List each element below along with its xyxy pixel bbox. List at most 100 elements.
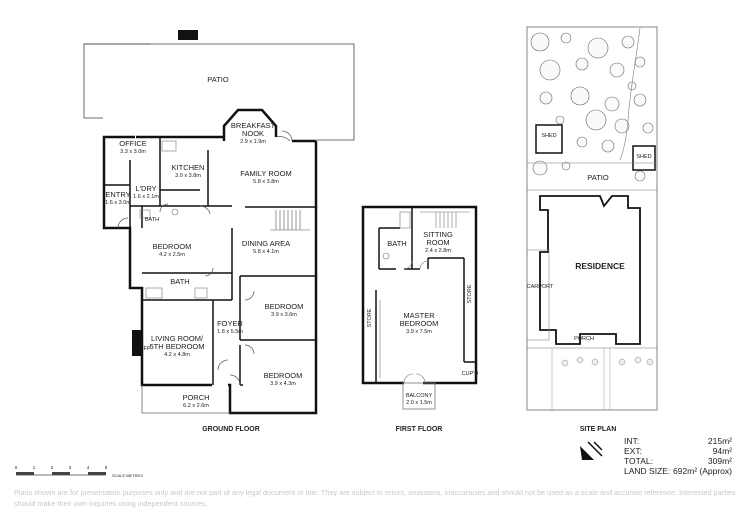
ground-floor-title: GROUND FLOOR [202,426,260,433]
sitting-room-label-line2: ROOM [426,238,449,247]
area-label: LAND SIZE: [624,466,671,476]
area-value: 215m² [707,436,732,446]
porch-label: PORCH [182,393,209,402]
scale-tick-5: 5 [105,465,108,470]
site-path [619,27,641,161]
office-dim: 3.3 x 3.0m [120,149,146,155]
area-label: TOTAL: [624,456,653,466]
first-fixtures [379,211,429,384]
area-row-ext: EXT: 94m² [624,446,732,456]
fireplace [132,330,142,356]
ground-fixtures [139,140,208,299]
foyer-dim: 1.8 x 5.5m [217,329,243,335]
bedroom-2-label: BEDROOM [265,302,304,311]
site-plan: SHED SHED PATIO RESIDENCE CARPORT PORCH … [526,26,658,433]
bath-upper-label: BATH [145,217,159,223]
cupboard-label: CUP'D [462,371,479,377]
area-label: INT: [624,436,640,446]
bath-lower-label: BATH [170,277,189,286]
area-value: 692m² (Approx) [672,466,732,476]
office-label: OFFICE [119,139,147,148]
patio-outline [83,43,355,141]
entry-dim: 1.6 x 3.0m [105,200,131,206]
area-value: 94m² [712,446,732,456]
scale-tick-3: 3 [69,465,72,470]
entry-label: ENTRY [105,190,130,199]
sitting-room-label-line1: SITTING [423,230,453,239]
area-summary: INT: 215m² EXT: 94m² TOTAL: 309m² LAND S… [624,436,732,476]
residence-label: RESIDENCE [575,261,625,271]
bedroom-1-dim: 4.2 x 2.5m [159,252,185,258]
kitchen-label: KITCHEN [172,163,205,172]
area-row-int: INT: 215m² [624,436,732,446]
site-shrubs [561,356,654,367]
scale-tick-2: 2 [51,465,54,470]
bedroom-2-dim: 3.9 x 3.6m [271,312,297,318]
disclaimer-text: Plans shown are for presentation purpose… [14,488,736,508]
scale-bar: 0 1 2 3 4 5 SCALE METRES [15,465,143,478]
balcony-dim: 2.0 x 1.5m [406,400,432,406]
shed-1-label: SHED [541,133,556,139]
area-row-total: TOTAL: 309m² [624,456,732,466]
balcony-label: BALCONY [406,393,433,399]
laundry-dim: 1.6 x 2.1m [133,194,159,200]
balcony-outline [402,382,436,410]
bedroom-3-dim: 3.9 x 4.3m [270,381,296,387]
scale-tick-1: 1 [33,465,36,470]
porch-outline [141,385,230,414]
site-porch-label: PORCH [574,336,594,342]
area-row-land: LAND SIZE: 692m² (Approx) [624,466,732,476]
residence-outline [539,195,641,345]
laundry-label: L'DRY [135,184,156,193]
master-bedroom-label-line1: MASTER [403,311,435,320]
shed-2-box [632,145,656,171]
shed-2-label: SHED [636,154,651,160]
breakfast-nook-label-line1: BREAKFAST [231,121,276,130]
ground-outer-walls [102,108,318,415]
site-plan-title: SITE PLAN [580,426,617,433]
sitting-room-dim: 2.4 x 2.8m [425,248,451,254]
breakfast-nook-dim: 2.9 x 1.9m [240,139,266,145]
living-room-label-line1: LIVING ROOM/ [151,334,204,343]
first-floor-title: FIRST FLOOR [396,426,443,433]
bedroom-1-label: BEDROOM [153,242,192,251]
area-label: EXT: [624,446,642,456]
carport-outline [526,249,550,341]
living-room-dim: 4.2 x 4.8m [164,352,190,358]
first-outer-walls [361,205,478,385]
stairs-first [420,211,470,228]
breakfast-nook-label-line2: NOOK [242,129,264,138]
site-trees [530,32,654,182]
site-boundary [526,26,658,411]
carport-label: CARPORT [527,284,554,290]
shed-1-box [535,124,563,154]
scale-tick-0: 0 [15,465,18,470]
family-room-dim: 5.8 x 3.8m [253,179,279,185]
scale-tick-4: 4 [87,465,90,470]
scale-label: SCALE METRES [112,473,143,478]
area-value: 309m² [707,456,732,466]
site-patio-label: PATIO [587,173,609,182]
north-arrow-icon [580,441,603,460]
patio-block [178,30,198,40]
dining-area-dim: 5.8 x 4.1m [253,249,279,255]
store-left-label: STORE [367,308,373,327]
kitchen-dim: 3.0 x 3.8m [175,173,201,179]
ground-inner-walls [104,137,316,386]
dining-area-label: DINING AREA [242,239,290,248]
first-floor-plan: BATH SITTING ROOM 2.4 x 2.8m MASTER BEDR… [361,205,479,433]
patio-label: PATIO [207,75,229,84]
porch-dim: 6.2 x 2.6m [183,403,209,409]
master-bedroom-label-line2: BEDROOM [400,319,439,328]
store-right-label: STORE [467,284,473,303]
first-bath-label: BATH [387,239,406,248]
first-inner-walls [375,207,476,383]
fireplace-label: FP [143,346,150,352]
living-room-label-line2: 5TH BEDROOM [149,342,204,351]
foyer-label: FOYER [217,319,243,328]
ground-doors [117,130,293,386]
master-bedroom-dim: 3.9 x 7.5m [406,329,432,335]
stairs-ground [270,210,310,231]
ground-floor-plan: PATIO BREAKFAST NOOK 2.9 x 1.9m OFFICE 3… [83,30,355,433]
